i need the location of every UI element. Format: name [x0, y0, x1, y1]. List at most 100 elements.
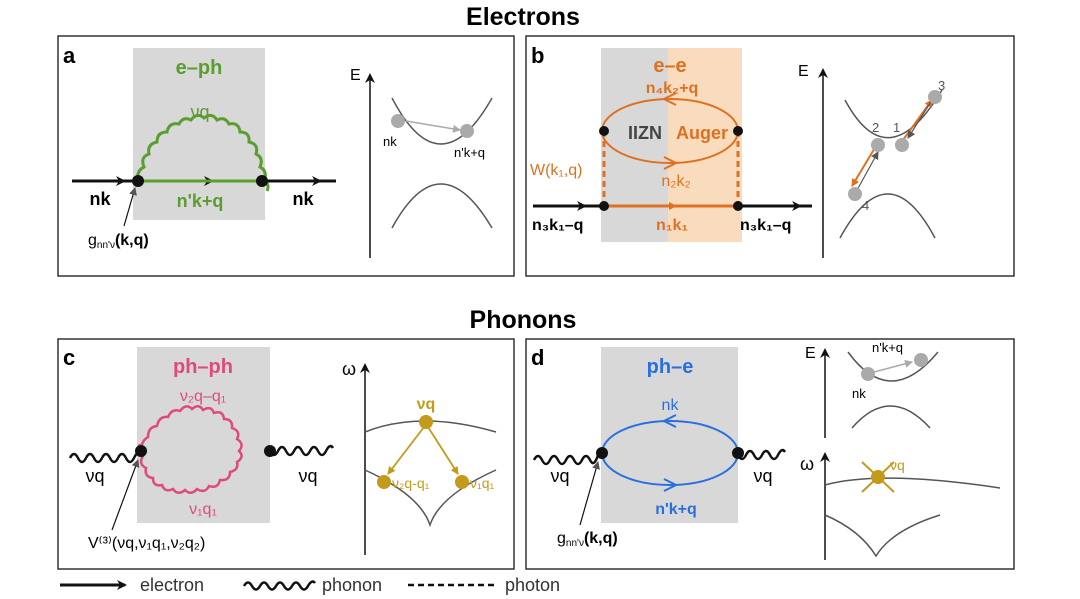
panel-b-vertex-bl [599, 201, 609, 211]
panel-d-valence-band [851, 405, 931, 429]
panel-a-title: e–ph [176, 57, 223, 79]
panel-c-mode-left-label: ν₂q-q₁ [392, 475, 430, 491]
panel-a-vertex-pointer [123, 187, 137, 227]
panel-b-state-label-2: 2 [872, 120, 879, 135]
panel-d-loop-arrow-top [661, 414, 677, 428]
panel-d-band-axis-e-label: E [805, 345, 816, 362]
panel-d-acoustic-branch [824, 514, 941, 558]
panel-a-band-axis-label: E [350, 67, 361, 84]
panel-b-state-label-3: 3 [938, 78, 945, 93]
panel-b-state-1 [895, 138, 909, 152]
panel-a-valence-band [391, 183, 493, 229]
panel-d-mode [871, 470, 885, 484]
panel-d-band-state-final [914, 353, 928, 367]
panel-d-bottom-label: n'k+q [655, 501, 697, 518]
panel-d-mode-label: νq [890, 457, 905, 473]
panel-d-loop-arrow-bottom [663, 478, 679, 492]
panel-d-out-phonon [736, 448, 787, 461]
panel-b-shade-gray [601, 48, 668, 242]
heading-electrons: Electrons [466, 3, 580, 31]
panel-c-vertex-left [135, 445, 147, 457]
panel-c-title: ph–ph [173, 356, 233, 378]
panel-b-title: e–e [653, 55, 686, 77]
panel-b-band-axis-label: E [798, 63, 809, 80]
panel-a-vertex-right [256, 175, 268, 187]
panel-b-top-label: n₄k₂+q [646, 80, 699, 97]
panel-c-frame [57, 338, 515, 570]
panel-a-out-label: nk [292, 189, 314, 209]
panel-c-decay-left [387, 426, 425, 475]
panel-c-mode-top-label: νq [417, 396, 436, 413]
legend: electron phonon photon [60, 575, 560, 595]
panel-b-left-region: IIZN [628, 123, 662, 143]
panel-a: a e–ph νq nk n'k+q nk gnn'ν(k,q) E nk n'… [57, 35, 515, 277]
panel-a-shade [133, 48, 265, 220]
panel-a-letter: a [63, 43, 76, 68]
panel-c-shade [137, 347, 270, 523]
panel-b-coupling-label: W(k₁,q) [530, 162, 583, 179]
panel-b-in-label: n₃k₁–q [532, 217, 583, 234]
panel-c-wavy-loop [137, 405, 243, 494]
panel-b-state-2 [871, 138, 885, 152]
panel-c-letter: c [63, 345, 75, 370]
panel-d-letter: d [531, 345, 544, 370]
panel-b: b e–e n₄k₂+q IIZN Auger n₂k₂ W(k₁,q) n₃k… [525, 35, 1015, 277]
panel-b-valence-band [839, 193, 936, 239]
panel-a-frame [57, 35, 515, 277]
panel-b-bottom-loop-label: n₂k₂ [661, 173, 690, 190]
panel-c-mode-right [455, 475, 469, 489]
panel-b-letter: b [531, 43, 544, 68]
panel-b-vertex-tr [733, 126, 743, 136]
panel-b-vertex-tl [599, 126, 609, 136]
panel-c-vertex-right [264, 445, 276, 457]
panel-b-right-region: Auger [676, 123, 728, 143]
panel-d-band-transition [873, 359, 913, 373]
panel-b-state-3 [928, 90, 942, 104]
panel-b-state-label-1: 1 [893, 120, 900, 135]
panel-b-state-label-4: 4 [862, 198, 869, 213]
panel-a-vertex-label: gnn'ν(k,q) [88, 232, 149, 251]
panel-a-vertex-left [132, 175, 144, 187]
panel-b-out-label: n₃k₁–q [740, 217, 791, 234]
panel-b-conduction-band [844, 89, 943, 139]
panel-c-out-phonon [268, 444, 335, 457]
panel-d-vertex-label: gnn'ν(k,q) [557, 530, 618, 549]
panel-d-band-from: nk [852, 386, 866, 401]
panel-c-bottom-label: ν₁q₁ [189, 501, 217, 518]
panel-d-in-label: νq [550, 466, 569, 486]
panel-d-optical-branch [824, 477, 1001, 489]
panel-d-band-to: n'k+q [872, 340, 903, 355]
panel-a-mid-label: n'k+q [177, 191, 224, 211]
panel-a-band-state-final [460, 124, 474, 138]
panel-c-in-label: νq [85, 466, 104, 486]
panel-c-vertex-pointer [111, 459, 140, 531]
legend-phonon-line [242, 580, 316, 591]
panel-b-vertex-br [733, 201, 743, 211]
panel-a-band-from: nk [383, 134, 397, 149]
heading-phonons: Phonons [470, 306, 577, 334]
panel-d: d ph–e nk n'k+q νq νq gnn'ν(k,q) E nk n'… [525, 338, 1015, 570]
panel-d-vertex-right [732, 447, 744, 459]
panel-d-conduction-band [847, 351, 939, 382]
panel-b-loop-arrow-top [661, 92, 677, 106]
panel-a-phonon-loop [136, 113, 270, 192]
panel-d-vertex-pointer [579, 461, 600, 526]
panel-a-band-state-initial [391, 114, 405, 128]
panel-c-mode-left [377, 475, 391, 489]
panel-b-frame [525, 35, 1015, 277]
panel-c-out-label: νq [298, 466, 317, 486]
panel-b-transition-up-2 [907, 99, 933, 139]
legend-electron-label: electron [140, 575, 204, 595]
panel-b-transition-down [851, 145, 877, 187]
panel-c-top-label: ν₂q–q₁ [180, 388, 226, 405]
panel-c-in-phonon [68, 450, 142, 464]
panel-c-mode-top [419, 415, 433, 429]
panel-d-vertex-left [596, 447, 608, 459]
panel-c: c ph–ph ν₂q–q₁ ν₁q₁ νq νq V⁽³⁾(νq,ν₁q₁,ν… [57, 338, 515, 570]
panel-c-band-axis-label: ω [342, 359, 356, 379]
legend-phonon-label: phonon [322, 575, 382, 595]
panel-c-vertex-label: V⁽³⁾(νq,ν₁q₁,ν₂q₂) [88, 535, 205, 552]
panel-b-shade-orange [668, 48, 742, 242]
panel-a-band-to: n'k+q [454, 145, 485, 160]
